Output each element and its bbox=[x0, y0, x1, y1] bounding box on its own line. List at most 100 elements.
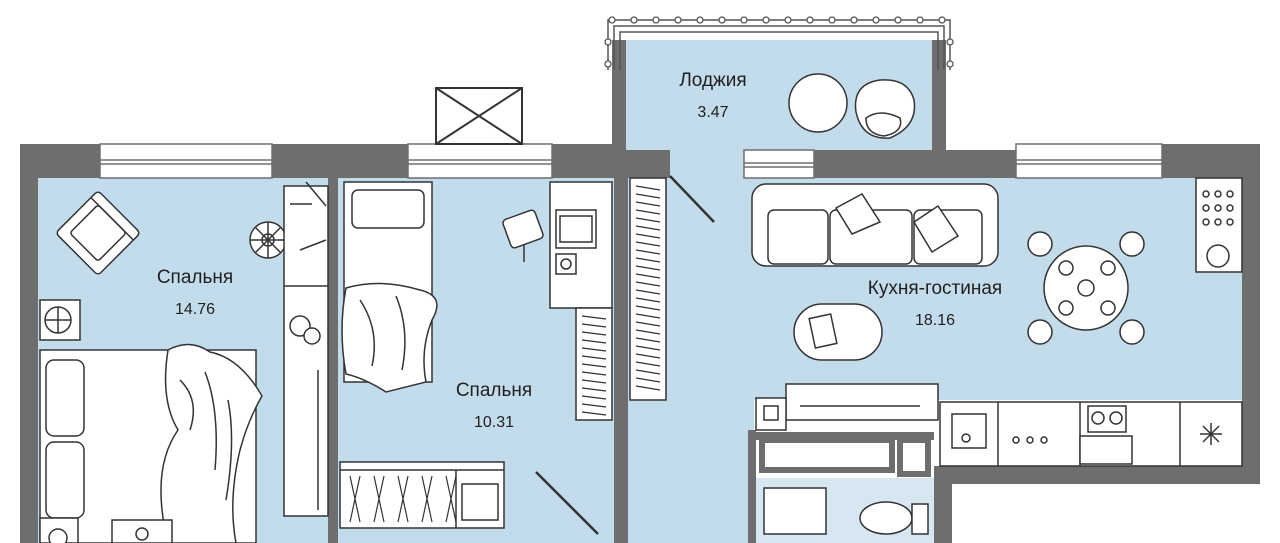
toilet bbox=[859, 501, 913, 535]
ventilation-shaft bbox=[435, 87, 523, 145]
railing-post bbox=[828, 16, 836, 24]
book bbox=[635, 241, 661, 247]
hanger bbox=[445, 475, 457, 523]
book bbox=[581, 323, 607, 328]
book bbox=[581, 411, 607, 416]
desk bbox=[549, 181, 613, 309]
book bbox=[581, 371, 607, 376]
door-swings bbox=[535, 175, 715, 535]
ac-unit bbox=[39, 299, 81, 341]
railing-post bbox=[938, 16, 946, 24]
hanger bbox=[397, 475, 409, 523]
loggia-wall-right bbox=[932, 40, 946, 152]
coffee-table bbox=[793, 303, 883, 361]
books bbox=[581, 185, 661, 416]
book bbox=[635, 361, 661, 367]
wall-top-c bbox=[626, 150, 670, 178]
book bbox=[635, 345, 661, 351]
book bbox=[635, 385, 661, 391]
book bbox=[581, 403, 607, 408]
wall-left bbox=[20, 144, 38, 543]
loggia-name: Лоджия bbox=[679, 70, 746, 91]
wall-top-d bbox=[814, 150, 1016, 178]
door-loggia bbox=[669, 175, 715, 223]
sofa bbox=[751, 183, 999, 267]
book bbox=[635, 377, 661, 383]
railing-post bbox=[894, 16, 902, 24]
bathroom-fixtures bbox=[759, 437, 931, 535]
railing-post bbox=[946, 38, 954, 46]
railing-post bbox=[850, 16, 858, 24]
railing-post bbox=[740, 16, 748, 24]
book bbox=[581, 355, 607, 360]
railing-post bbox=[604, 38, 612, 46]
bedroom-left-area: 14.76 bbox=[175, 301, 215, 318]
book bbox=[635, 281, 661, 287]
railing-post bbox=[652, 16, 660, 24]
lounge-chair bbox=[854, 79, 916, 139]
book bbox=[581, 339, 607, 344]
hanger bbox=[373, 475, 385, 523]
railing-post bbox=[718, 16, 726, 24]
railing-post bbox=[872, 16, 880, 24]
wardrobe bbox=[283, 185, 329, 517]
book bbox=[635, 289, 661, 295]
partition-bath-top bbox=[754, 432, 934, 440]
shelf-box bbox=[759, 437, 895, 473]
loggia-wall-left bbox=[612, 40, 626, 152]
windows bbox=[99, 143, 1163, 179]
book bbox=[635, 329, 661, 335]
wall-bath-right bbox=[934, 466, 952, 543]
book bbox=[635, 193, 661, 199]
loggia-area: 3.47 bbox=[697, 104, 728, 121]
wardrobe-mid bbox=[339, 461, 505, 529]
book bbox=[635, 233, 661, 239]
walls bbox=[20, 40, 1260, 543]
window-3 bbox=[743, 149, 815, 179]
partition-bedrooms bbox=[328, 178, 338, 543]
wall-right bbox=[1242, 144, 1260, 484]
tv-unit bbox=[755, 383, 939, 431]
loggia-furniture bbox=[788, 73, 916, 139]
book bbox=[635, 257, 661, 263]
kitchen-living-name: Кухня-гостиная bbox=[868, 278, 1002, 299]
desk-chair bbox=[502, 209, 544, 262]
round-table bbox=[788, 73, 848, 133]
wall-top-a bbox=[272, 144, 408, 178]
book bbox=[635, 353, 661, 359]
book bbox=[635, 201, 661, 207]
book bbox=[635, 369, 661, 375]
railing-post bbox=[696, 16, 704, 24]
book bbox=[635, 305, 661, 311]
single-bed bbox=[341, 181, 438, 393]
book bbox=[635, 337, 661, 343]
kitchen-furniture bbox=[751, 177, 1243, 467]
book bbox=[581, 347, 607, 352]
railing-post bbox=[946, 60, 954, 68]
oven-column bbox=[1195, 177, 1243, 273]
railing-post bbox=[674, 16, 682, 24]
railing-post bbox=[604, 60, 612, 68]
railing-post bbox=[784, 16, 792, 24]
railing-post bbox=[608, 16, 616, 24]
hanger bbox=[349, 475, 361, 523]
room-labels: Лоджия 3.47 Спальня 14.76 Спальня 10.31 … bbox=[157, 70, 1002, 431]
toilet-tank bbox=[911, 503, 929, 535]
railing-post bbox=[806, 16, 814, 24]
book bbox=[635, 249, 661, 255]
bedside-unit bbox=[39, 517, 173, 543]
bedroom-mid-furniture bbox=[339, 177, 667, 529]
bedroom-left-name: Спальня bbox=[157, 267, 233, 288]
double-bed bbox=[39, 343, 263, 543]
kitchen-living-area: 18.16 bbox=[915, 312, 955, 329]
book bbox=[581, 387, 607, 392]
book bbox=[635, 273, 661, 279]
window-2 bbox=[407, 143, 553, 179]
bedroom-left-furniture bbox=[39, 181, 329, 543]
book bbox=[635, 185, 661, 191]
book bbox=[581, 395, 607, 400]
bedroom-mid-name: Спальня bbox=[456, 380, 532, 401]
book bbox=[581, 331, 607, 336]
washing-machine bbox=[763, 487, 827, 535]
book bbox=[635, 225, 661, 231]
